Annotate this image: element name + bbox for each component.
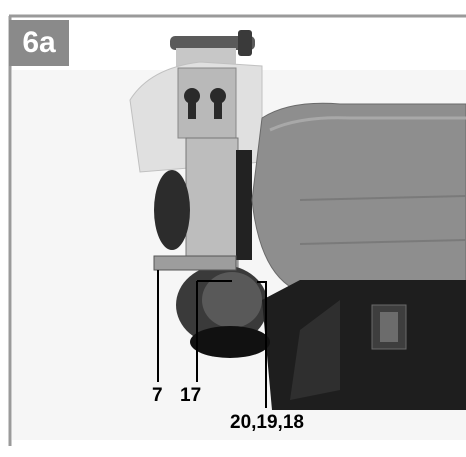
- figure-badge: 6a: [9, 20, 69, 66]
- callout-7: 7: [152, 385, 163, 406]
- callout-20-19-18: 20,19,18: [230, 412, 304, 433]
- callout-17: 17: [180, 385, 202, 406]
